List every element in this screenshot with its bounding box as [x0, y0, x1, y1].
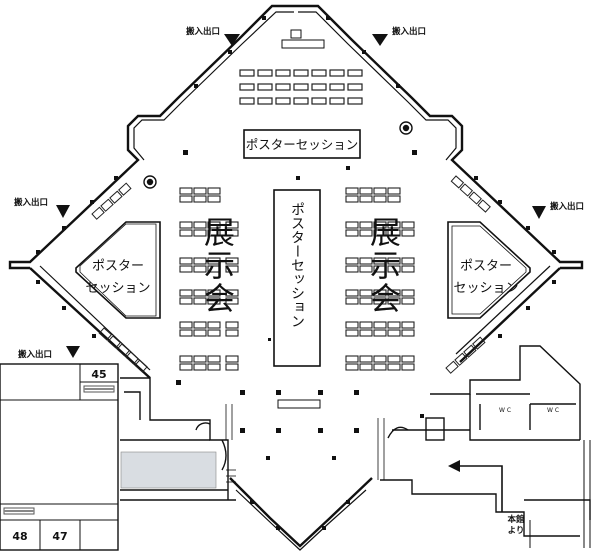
reception-desk	[277, 399, 321, 409]
booth-number-47: 47	[52, 530, 67, 543]
poster-session-top-label: ポスターセッション	[246, 137, 359, 152]
booth-number-48: 48	[12, 530, 27, 543]
booth-number-table	[0, 363, 119, 551]
exhibition-booths-right	[345, 187, 415, 371]
poster-session-center-box	[273, 189, 321, 367]
poster-session-left-line1: ポスター	[92, 259, 144, 274]
poster-session-left-box	[75, 221, 161, 319]
from-main-building-line1: 本館	[507, 514, 525, 525]
lower-right-area	[380, 345, 591, 537]
bottom-apex-outline	[229, 477, 373, 551]
exhibition-left-label: 展示会	[198, 216, 234, 315]
from-main-building-line2: より	[508, 526, 525, 536]
entrance-label-top-right: 搬入出口	[392, 26, 426, 37]
entrance-arrow-icons	[56, 34, 546, 358]
wc-label-2: W C	[547, 407, 559, 414]
poster-session-left-line2: セッション	[85, 281, 150, 296]
building-outline-inner	[39, 11, 551, 371]
exhibition-right-label: 展示会	[364, 216, 400, 315]
entrance-label-top-left: 搬入出口	[186, 26, 220, 37]
diagonal-wall-booths	[91, 175, 491, 374]
main-building-arrow	[448, 460, 503, 512]
lower-stairs	[225, 404, 385, 483]
poster-session-right-box	[447, 221, 531, 319]
entrance-label-lower-left: 搬入出口	[18, 349, 52, 360]
top-booth	[281, 29, 325, 49]
shaded-room	[120, 451, 217, 489]
poster-session-right-line2: セッション	[453, 281, 518, 296]
poster-session-top-box	[243, 129, 361, 159]
circle-markers	[143, 121, 413, 189]
exhibition-booths-left	[179, 187, 239, 371]
top-poster-rows	[239, 69, 363, 105]
poster-session-center-label: ポスターセッション	[289, 202, 305, 328]
building-outline	[8, 4, 584, 379]
lower-left-area	[120, 377, 236, 501]
wc-label-1: W C	[499, 407, 511, 414]
right-wall-lines	[529, 440, 591, 548]
booth-number-45: 45	[91, 368, 106, 381]
poster-session-right-line1: ポスター	[460, 259, 512, 274]
entrance-label-left: 搬入出口	[14, 197, 48, 208]
entrance-label-right: 搬入出口	[550, 201, 584, 212]
pillars	[176, 150, 424, 460]
outline-dots	[36, 16, 556, 530]
